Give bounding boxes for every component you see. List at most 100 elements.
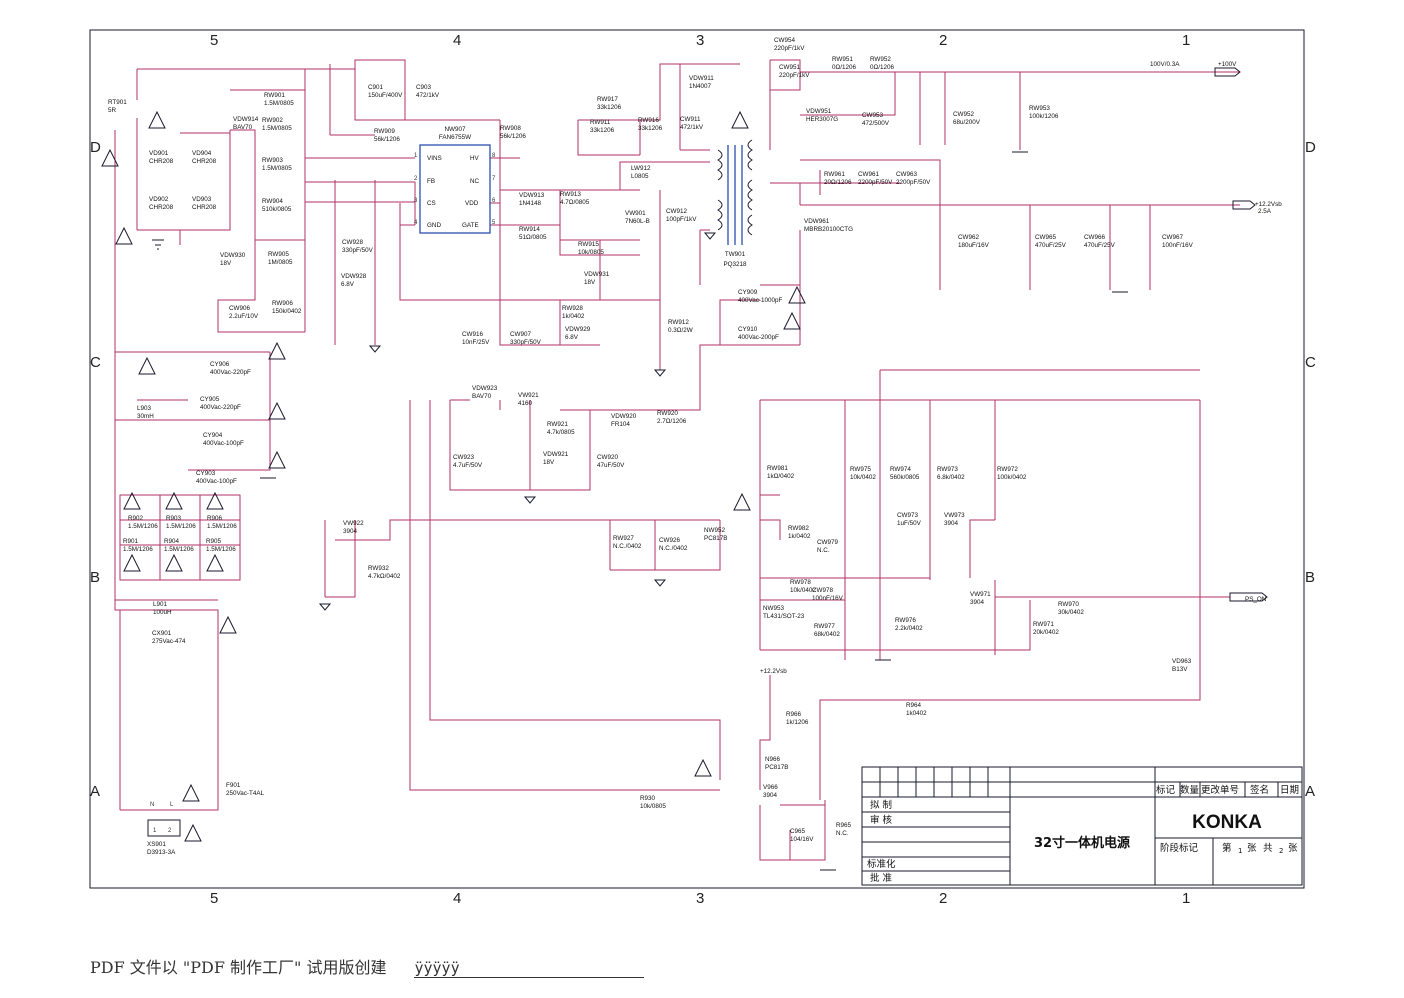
- component-ref-rw908: RW908: [500, 125, 521, 132]
- component-ref-r966: R966: [786, 711, 802, 718]
- component-ref-c965: C965: [790, 828, 806, 835]
- component-value-rw916: 33k1206: [638, 125, 663, 132]
- component-ref-cx901: CX901: [152, 630, 172, 637]
- component-ref-rw973: RW973: [937, 466, 958, 473]
- component-value-cy909: 400Vac-1000pF: [738, 297, 782, 304]
- tb-total-prefix: 共: [1263, 843, 1273, 854]
- component-ref-r903: R903: [166, 515, 182, 522]
- zone-labels: 5 4 3 2 1 5 4 3 2 1 D C B A D C B A: [90, 32, 1316, 907]
- component-ref-rw913: RW913: [560, 191, 581, 198]
- component-ref-rw978: RW978: [790, 579, 811, 586]
- component-ref-rw928: RW928: [562, 305, 583, 312]
- component-ref-rt901: RT901: [108, 99, 127, 106]
- component-ref-r906: R906: [207, 515, 223, 522]
- component-ref-rw971: RW971: [1033, 621, 1054, 628]
- zone-left-D: D: [90, 139, 101, 156]
- component-value-rw915: 10k/0805: [578, 249, 604, 256]
- component-value-vd901: CHR208: [149, 158, 174, 165]
- component-value-rw932: 4.7kΩ/0402: [368, 573, 401, 580]
- component-ref-rw952: RW952: [870, 56, 891, 63]
- component-value-rw914: 51Ω/0805: [519, 234, 547, 241]
- component-ref-rw917: RW917: [597, 96, 618, 103]
- component-value-cy910: 400Vac-200pF: [738, 334, 779, 341]
- component-value-cw963: 2200pF/50V: [896, 179, 931, 186]
- tw901-ref: TW901: [725, 251, 746, 258]
- nw907-num-3: 3: [414, 198, 418, 204]
- company-logo: KONKA: [1192, 812, 1262, 833]
- component-value-r964: 1k0402: [906, 710, 927, 717]
- component-value-cw952: 68u/200V: [953, 119, 981, 126]
- tb-sheet-mid: 张: [1247, 843, 1257, 854]
- component-value-rw982: 1k/0402: [788, 533, 811, 540]
- component-ref-cw954: CW954: [774, 37, 795, 44]
- component-ref-rw902: RW902: [262, 117, 283, 124]
- component-value-c965: 104/16V: [790, 836, 814, 843]
- zone-right-C: C: [1305, 354, 1316, 371]
- component-value-cw973: 1uF/50V: [897, 520, 922, 527]
- component-ref-vw921: VW921: [518, 392, 539, 399]
- zone-bottom-5: 5: [210, 890, 218, 907]
- component-value-vdw929: 6.8V: [565, 334, 579, 341]
- component-value-r901: 1.5M/1206: [123, 546, 153, 553]
- component-ref-rw982: RW982: [788, 525, 809, 532]
- component-value-rw904: 510k/0805: [262, 206, 292, 213]
- component-ref-cw920: CW920: [597, 454, 618, 461]
- component-value-vw922: 3904: [343, 528, 358, 535]
- component-ref-c901: C901: [368, 84, 384, 91]
- zone-right-D: D: [1305, 139, 1316, 156]
- zone-right-B: B: [1305, 569, 1315, 586]
- component-ref-r930: R930: [640, 795, 656, 802]
- component-ref-xs901: XS901: [147, 841, 166, 848]
- component-value-rw902: 1.5M/0805: [262, 125, 292, 132]
- component-ref-nw953: NW953: [763, 605, 784, 612]
- component-value-cw967: 100nF/16V: [1162, 242, 1194, 249]
- component-value-r904: 1.5M/1206: [164, 546, 194, 553]
- component-value-rw912: 0.3Ω/2W: [668, 327, 693, 334]
- component-ref-cw928: CW928: [342, 239, 363, 246]
- component-value-rw911: 33k1206: [590, 127, 615, 134]
- component-ref-cw962: CW962: [958, 234, 979, 241]
- nw907-num-6: 6: [492, 198, 496, 204]
- connector-xs901: N L 1 2: [147, 802, 181, 837]
- xs901-n: N: [150, 802, 154, 808]
- nw907-pin-cs: CS: [427, 200, 436, 207]
- component-value-rw975: 10k/0402: [850, 474, 876, 481]
- component-ref-rw903: RW903: [262, 157, 283, 164]
- component-ref-rw972: RW972: [997, 466, 1018, 473]
- component-value-cw916: 10nF/25V: [462, 339, 490, 346]
- footer-text: PDF 文件以 "PDF 制作工厂" 试用版创建: [90, 958, 387, 977]
- component-value-vw921: 4160: [518, 400, 533, 407]
- nw907-num-7: 7: [492, 176, 496, 182]
- component-value-rw970: 30k/0402: [1058, 609, 1084, 616]
- component-value-c901: 150uF/400V: [368, 92, 403, 99]
- component-ref-rw901: RW901: [264, 92, 285, 99]
- component-ref-nw952: NW952: [704, 527, 725, 534]
- component-ref-vdw930: VDW930: [220, 252, 246, 259]
- nw907-pin-hv: HV: [470, 155, 480, 162]
- component-value-vdw913: 1N4148: [519, 200, 542, 207]
- component-value-vd902: CHR208: [149, 204, 174, 211]
- component-ref-rw976: RW976: [895, 617, 916, 624]
- component-ref-rw975: RW975: [850, 466, 871, 473]
- nw907-ref: NW907: [445, 126, 466, 133]
- component-value-r905: 1.5M/1206: [206, 546, 236, 553]
- component-ref-vw901: VW901: [625, 210, 646, 217]
- component-ref-rw927: RW927: [613, 535, 634, 542]
- tb-header-sign: 签名: [1250, 784, 1269, 796]
- component-value-rw906: 150k/0402: [272, 308, 302, 315]
- secondary-wires: [759, 59, 1240, 861]
- out-100v-tag: +100V: [1218, 61, 1237, 68]
- component-ref-lw912: LW912: [631, 165, 651, 172]
- zone-bottom-1: 1: [1182, 890, 1190, 907]
- component-ref-f901: F901: [226, 782, 241, 789]
- component-value-l903: 30mH: [137, 413, 154, 420]
- zone-left-B: B: [90, 569, 100, 586]
- component-value-cw966: 470uF/25V: [1084, 242, 1116, 249]
- tb-role-draft: 拟 制: [870, 799, 892, 811]
- zone-top-2: 2: [939, 32, 947, 49]
- component-value-rw905: 1M/0805: [268, 259, 293, 266]
- component-value-r965: N.C.: [836, 830, 849, 837]
- component-value-rw921: 4.7k/0805: [547, 429, 575, 436]
- component-ref-cy909: CY909: [738, 289, 758, 296]
